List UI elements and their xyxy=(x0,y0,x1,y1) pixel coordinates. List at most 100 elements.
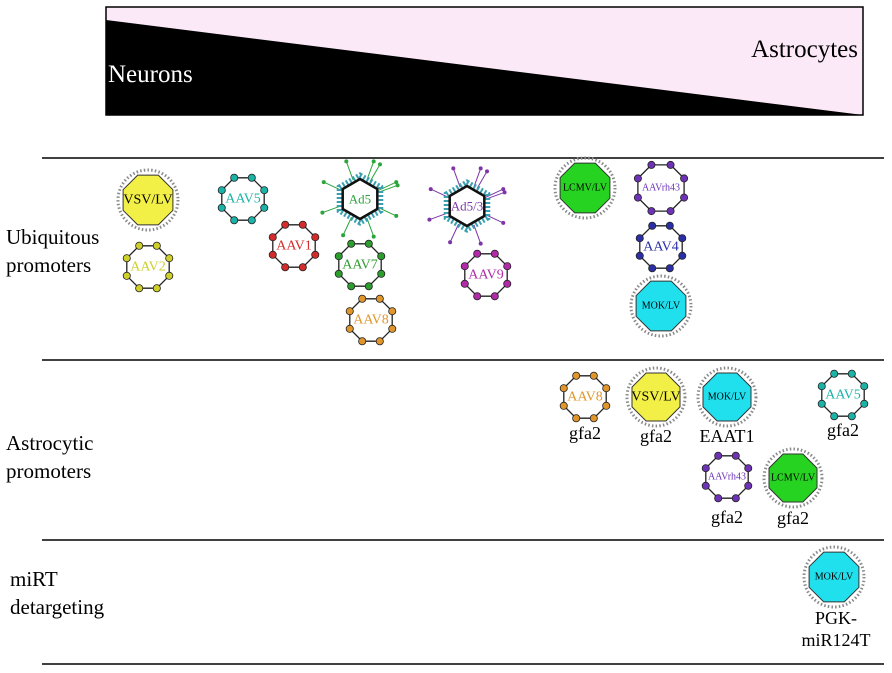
vector-ad5: Ad5 xyxy=(320,159,400,239)
capsid-dot xyxy=(648,264,657,273)
capsid-dot xyxy=(347,282,356,291)
vector-label: VSV/LV xyxy=(631,390,680,405)
capsid-dot xyxy=(647,160,656,169)
promoter-label: miR124T xyxy=(801,630,870,650)
promoter-label: gfa2 xyxy=(827,420,859,440)
capsid-dot xyxy=(490,292,499,301)
capsid-dot xyxy=(678,251,687,260)
fiber-knob xyxy=(394,180,399,185)
promoter-label: PGK- xyxy=(815,608,857,628)
capsid-dot xyxy=(678,234,687,243)
astrocytes-label: Astrocytes xyxy=(751,36,858,63)
fiber-knob xyxy=(428,187,433,192)
fiber-knob xyxy=(451,166,456,171)
capsid-dot xyxy=(311,250,320,259)
capsid-shape xyxy=(341,177,379,221)
envelope-ring xyxy=(629,274,693,338)
capsid-dot xyxy=(635,251,644,260)
fiber-knob xyxy=(448,240,453,245)
capsid-dot xyxy=(152,241,161,250)
capsid-dot xyxy=(460,279,469,288)
vector-aav7: AAV7 xyxy=(334,239,386,291)
fiber-knob xyxy=(321,180,326,185)
capsid-dot xyxy=(830,412,839,421)
capsid-dot xyxy=(714,494,723,503)
vector-label: LCMV/LV xyxy=(771,473,816,484)
capsid-dot xyxy=(714,451,723,460)
fiber-knob xyxy=(478,166,483,171)
fiber-spike xyxy=(484,188,504,199)
capsid-dot xyxy=(731,451,740,460)
vector-aav8-gfa2: AAV8 gfa2 xyxy=(559,371,611,443)
capsid-dot xyxy=(817,382,826,391)
capsid-dot xyxy=(572,371,581,380)
fiber-knob xyxy=(427,217,432,222)
promoter-label: EAAT1 xyxy=(700,426,755,446)
capsid-dot xyxy=(602,401,611,410)
capsid-shape xyxy=(631,372,681,422)
vector-label: LCMV/LV xyxy=(563,183,608,194)
promoter-label: gfa2 xyxy=(569,423,601,443)
capsid-dot xyxy=(377,252,386,261)
capsid-dot xyxy=(298,220,307,229)
capsid-dot xyxy=(559,401,568,410)
capsid-dot xyxy=(589,414,598,423)
vector-label: AAV1 xyxy=(276,239,312,254)
vector-aavrh43: AAVrh43 xyxy=(633,160,689,216)
envelope-ring xyxy=(116,168,180,232)
vector-lcmv-lv: LCMV/LV xyxy=(553,156,617,220)
vector-label: MOK/LV xyxy=(815,572,854,583)
capsid-dot xyxy=(364,282,373,291)
capsid-dot xyxy=(388,324,397,333)
vector-label: AAVrh43 xyxy=(708,472,746,483)
capsid-dot xyxy=(230,216,239,225)
capsid-dot xyxy=(665,264,674,273)
vector-aavrh43-gfa2: AAVrh43 gfa2 xyxy=(701,451,753,527)
vector-label: AAVrh43 xyxy=(642,183,680,194)
fiber-knob xyxy=(320,210,325,215)
capsid-dot xyxy=(165,271,174,280)
capsid-dot xyxy=(503,279,512,288)
promoter-label: gfa2 xyxy=(711,507,743,527)
capsid-dot xyxy=(165,254,174,263)
fiber-spike xyxy=(449,223,460,243)
vector-label: Ad5 xyxy=(349,192,371,207)
capsid-shape xyxy=(448,184,486,228)
capsid-dot xyxy=(377,269,386,278)
capsid-beads xyxy=(443,179,491,233)
vector-label: AAV8 xyxy=(567,390,603,405)
capsid-dot xyxy=(648,221,657,230)
capsid-dot xyxy=(635,234,644,243)
neurons-label: Neurons xyxy=(108,61,193,88)
vector-label: AAV5 xyxy=(825,388,861,403)
vector-label: AAV2 xyxy=(130,260,166,275)
vectors-layer: VSV/LVAAV2AAV5AAV1Ad5AAV7AAV8Ad5/3AAV9LC… xyxy=(116,156,871,650)
fiber-spike xyxy=(476,171,488,189)
capsid-dot xyxy=(268,233,277,242)
vector-label: AAV7 xyxy=(342,258,378,273)
fiber-knob xyxy=(344,159,349,164)
capsid-dot xyxy=(460,262,469,271)
capsid-dot xyxy=(247,173,256,182)
capsid-dot xyxy=(666,160,675,169)
vector-aav5: AAV5 xyxy=(217,173,269,225)
fiber-spike xyxy=(473,168,482,188)
capsid-dot xyxy=(345,307,354,316)
fiber-knob xyxy=(501,187,506,192)
capsid-dot xyxy=(830,369,839,378)
capsid-dot xyxy=(260,186,269,195)
promoter-label: gfa2 xyxy=(777,508,809,528)
capsid-dot xyxy=(347,239,356,248)
capsid-dot xyxy=(358,294,367,303)
envelope-ring xyxy=(696,366,758,428)
envelope-ring xyxy=(762,447,824,509)
capsid-beads xyxy=(336,172,384,226)
fiber-spike xyxy=(369,164,381,182)
capsid-dot xyxy=(473,292,482,301)
capsid-dot xyxy=(666,207,675,216)
capsid-dot xyxy=(503,262,512,271)
fiber-knob xyxy=(501,220,506,225)
capsid-dot xyxy=(358,337,367,346)
